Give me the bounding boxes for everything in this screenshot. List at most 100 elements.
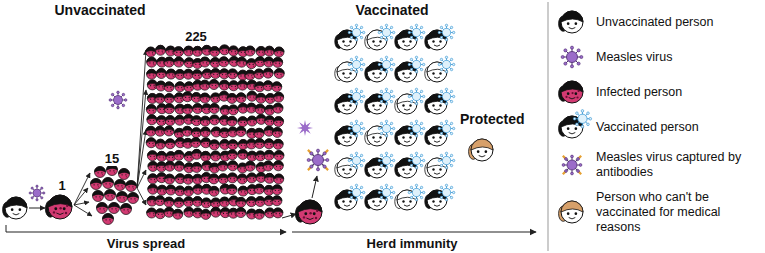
head [211, 207, 221, 217]
eye [159, 86, 160, 87]
vaccine-badge-knob [410, 36, 412, 38]
head [200, 57, 210, 67]
vaccine-badge-knob [350, 154, 352, 156]
rash-spot [216, 53, 217, 54]
rash-spot [254, 98, 255, 99]
vaccine-badge-body [352, 124, 360, 132]
rash-spot [216, 86, 217, 87]
infected-person [254, 184, 264, 194]
head [164, 82, 174, 92]
infected-person [155, 45, 165, 55]
eye [169, 74, 170, 75]
vaccine-badge-knob [445, 70, 447, 72]
head [238, 117, 248, 127]
eye [202, 85, 203, 86]
rash-spot [164, 192, 165, 193]
eye [180, 166, 181, 167]
eye [259, 98, 260, 99]
vaccine-badge-knob [415, 24, 417, 26]
infected-person [228, 46, 238, 56]
eye [168, 51, 169, 52]
hair [263, 81, 273, 86]
vaccine-badge-knob [440, 68, 442, 70]
eye [170, 87, 171, 88]
eye [181, 191, 182, 192]
rash-spot [218, 134, 219, 135]
vaccine-badge-knob [452, 63, 454, 65]
vaccinated-person [395, 120, 425, 146]
elder-person [425, 56, 455, 82]
eye [204, 178, 205, 179]
vaccine-badge-knob [350, 132, 352, 134]
vaccine-badge [408, 88, 425, 105]
eye [208, 74, 209, 75]
rash-spot [199, 203, 200, 204]
eye [190, 63, 191, 64]
vaccine-badge-knob [350, 58, 352, 60]
infected-person [264, 150, 274, 160]
hair [164, 57, 174, 62]
eye [212, 52, 213, 53]
hair [155, 45, 165, 50]
vaccine-badge-knob [410, 132, 412, 134]
eye [167, 131, 168, 132]
eye [379, 40, 381, 42]
vaccine-badge [348, 88, 365, 105]
infected-person [272, 82, 282, 92]
infected-person [265, 116, 275, 126]
rash-spot [110, 221, 111, 222]
eye [180, 52, 181, 53]
infected-person [236, 93, 246, 103]
infected-person [264, 139, 274, 149]
eye [280, 74, 281, 75]
mouth [434, 109, 440, 110]
eye [230, 178, 231, 179]
vaccine-badge-knob [445, 24, 447, 26]
rash-spot [271, 146, 272, 147]
eye [150, 156, 151, 157]
hair [254, 209, 264, 214]
head [183, 174, 193, 184]
vaccine-badge-knob [350, 122, 352, 124]
eye [267, 155, 268, 156]
eye [154, 167, 155, 168]
rash-spot [182, 76, 183, 77]
infected-person [227, 150, 237, 160]
hair [263, 161, 273, 166]
infected-person [147, 151, 157, 161]
rash-spot [271, 180, 272, 181]
rash-spot [154, 87, 155, 88]
eye [260, 133, 261, 134]
hair [247, 91, 257, 96]
hair [5, 197, 27, 208]
head [164, 94, 174, 104]
rash-spot [199, 215, 200, 216]
eye [267, 190, 268, 191]
head [156, 69, 166, 79]
eye [269, 73, 270, 74]
head [155, 45, 165, 55]
vaccine-badge-knob [380, 132, 382, 134]
eye [276, 166, 277, 167]
eye [160, 190, 161, 191]
vaccine-badge-knob [385, 120, 387, 122]
eye [180, 156, 181, 157]
eye [159, 74, 160, 75]
infected-person [103, 178, 114, 189]
vaccine-badge-knob [420, 122, 422, 124]
hair [274, 69, 284, 74]
eye [206, 98, 207, 99]
vaccine-badge-knob [362, 31, 364, 33]
eye [243, 179, 244, 180]
vaccine-badge-knob [350, 100, 352, 102]
rash-spot [262, 158, 263, 159]
hair [175, 115, 185, 120]
head [192, 162, 202, 172]
rash-spot [198, 135, 199, 136]
eye [206, 62, 207, 63]
vaccine-badge-knob [440, 132, 442, 134]
vaccine-badge-knob [390, 36, 392, 38]
eye [253, 121, 254, 122]
infected-person [103, 214, 114, 225]
infected-person [173, 209, 183, 219]
